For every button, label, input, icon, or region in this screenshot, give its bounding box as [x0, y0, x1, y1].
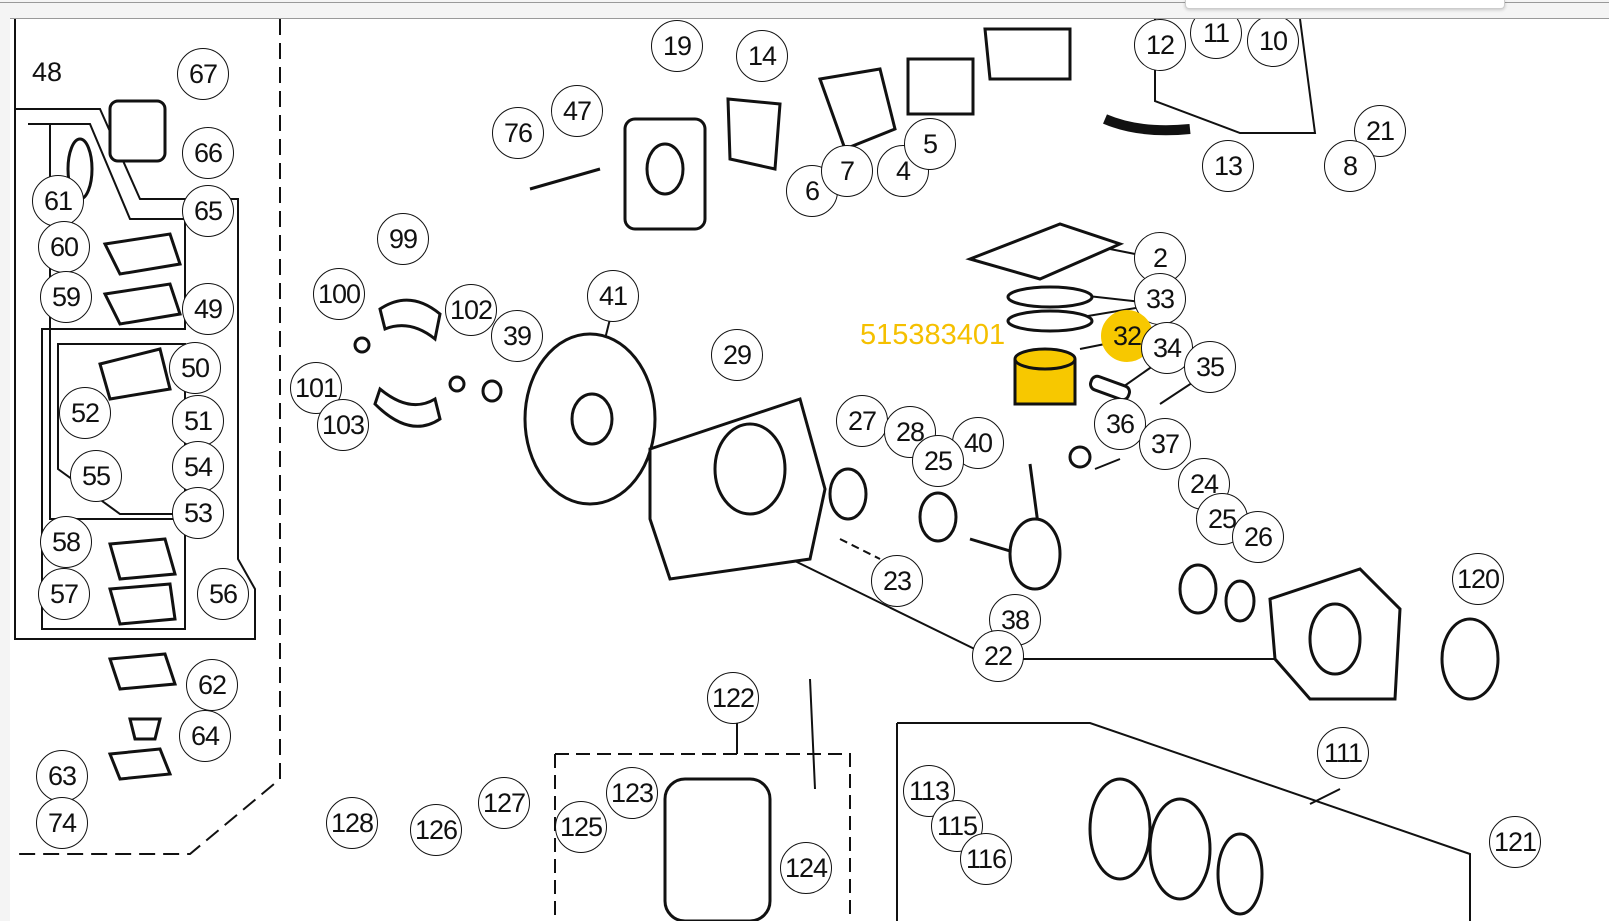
callout: 49: [182, 283, 234, 335]
callout: 62: [186, 659, 238, 711]
callout: 57: [38, 568, 90, 620]
callout: 65: [182, 185, 234, 237]
callout: 53: [172, 487, 224, 539]
callout: 100: [313, 268, 365, 320]
callout: 55: [70, 450, 122, 502]
callout: 122: [707, 672, 759, 724]
callout: 126: [410, 804, 462, 856]
callout: 103: [317, 399, 369, 451]
callout: 25: [912, 435, 964, 487]
callout: 63: [36, 750, 88, 802]
callout: 11: [1190, 19, 1242, 59]
callout: 120: [1452, 553, 1504, 605]
callout: 58: [40, 516, 92, 568]
callout: 74: [36, 797, 88, 849]
callout: 27: [836, 395, 888, 447]
callout: 113: [903, 765, 955, 817]
part-number-label: 515383401: [860, 319, 1006, 351]
callout: 36: [1094, 398, 1146, 450]
callout: 116: [960, 833, 1012, 885]
callout: 64: [179, 710, 231, 762]
callout: 5: [904, 118, 956, 170]
callout: 56: [197, 568, 249, 620]
callout: 99: [377, 213, 429, 265]
callout: 125: [555, 801, 607, 853]
callout: 10: [1247, 19, 1299, 67]
callout: 41: [587, 270, 639, 322]
callout: 22: [972, 630, 1024, 682]
callout-plain: 48: [32, 57, 63, 87]
callout: 37: [1139, 418, 1191, 470]
callout: 124: [780, 842, 832, 894]
callout: 26: [1232, 511, 1284, 563]
page-top-border: [0, 2, 1609, 3]
callout: 14: [736, 30, 788, 82]
callout: 76: [492, 107, 544, 159]
callout: 23: [871, 555, 923, 607]
callout: 52: [59, 387, 111, 439]
callout: 67: [177, 48, 229, 100]
callout: 7: [821, 145, 873, 197]
callout: 4: [877, 145, 929, 197]
callout: 12: [1134, 19, 1186, 71]
callout: 123: [606, 767, 658, 819]
callout: 59: [40, 271, 92, 323]
callout: 61: [32, 175, 84, 227]
callout: 35: [1184, 341, 1236, 393]
exploded-view-drawing: [14, 19, 1500, 921]
callout: 60: [38, 221, 90, 273]
callout: 19: [651, 20, 703, 72]
callout: 13: [1202, 140, 1254, 192]
callout: 127: [478, 777, 530, 829]
callout: 111: [1317, 727, 1369, 779]
callout: 66: [182, 127, 234, 179]
callout: 47: [551, 85, 603, 137]
callout: 128: [326, 797, 378, 849]
dropdown-panel-edge: [1185, 0, 1505, 9]
callout: 8: [1324, 140, 1376, 192]
callout: 54: [172, 441, 224, 493]
callout: 51: [172, 395, 224, 447]
callout: 39: [491, 310, 543, 362]
callout: 50: [169, 342, 221, 394]
piston-highlighted: [1013, 347, 1077, 406]
callout: 102: [445, 284, 497, 336]
callout: 29: [711, 329, 763, 381]
callout: 121: [1489, 816, 1541, 868]
